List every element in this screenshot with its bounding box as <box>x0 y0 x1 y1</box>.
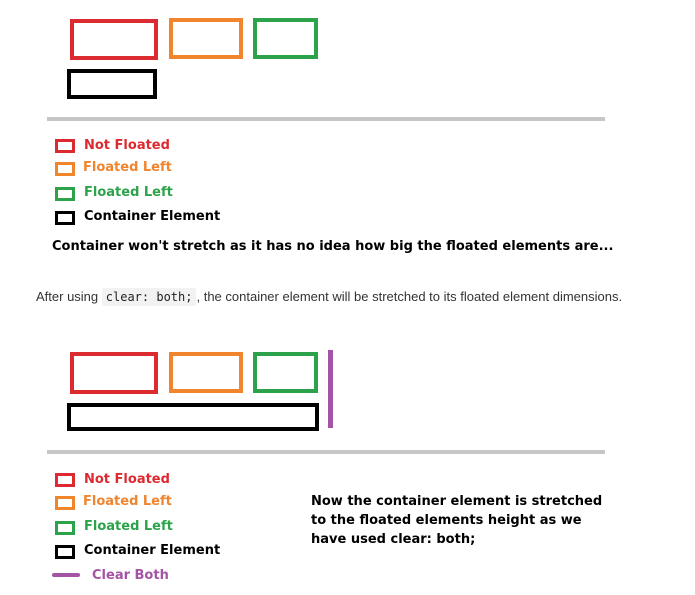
legend-label-floated-left-green: Floated Left <box>84 185 173 200</box>
divider-rule <box>47 117 605 121</box>
legend-icon-floated-left-orange <box>55 162 75 176</box>
legend-label-not-floated: Not Floated <box>84 138 170 153</box>
legend-label-floated-left-green: Floated Left <box>84 519 173 534</box>
not-floated-box <box>70 19 158 60</box>
legend-label-not-floated: Not Floated <box>84 472 170 487</box>
legend-label-floated-left-orange: Floated Left <box>83 494 172 509</box>
legend-icon-clear-both <box>52 573 80 577</box>
not-floated-box <box>70 352 158 394</box>
floated-left-green-box <box>253 352 318 393</box>
legend-icon-floated-left-green <box>55 187 75 201</box>
floated-left-orange-box <box>169 352 243 393</box>
legend-icon-container-element <box>55 211 75 225</box>
legend-label-clear-both: Clear Both <box>92 568 169 583</box>
caption-before: After using <box>36 289 99 304</box>
legend-icon-not-floated <box>55 473 75 487</box>
legend-icon-floated-left-green <box>55 521 75 535</box>
legend-icon-not-floated <box>55 139 75 153</box>
container-element-box <box>67 69 157 99</box>
floated-left-green-box <box>253 18 318 59</box>
legend-label-floated-left-orange: Floated Left <box>83 160 172 175</box>
caption-text: After using clear: both;, the container … <box>36 288 623 306</box>
clear-both-bar <box>328 350 333 428</box>
divider-rule <box>47 450 605 454</box>
container-element-box <box>67 403 319 431</box>
legend-label-container-element: Container Element <box>84 209 221 224</box>
diagram-1-note: Container won't stretch as it has no ide… <box>52 239 614 254</box>
legend-icon-floated-left-orange <box>55 496 75 510</box>
caption-code: clear: both; <box>101 288 197 306</box>
caption-after: , the container element will be stretche… <box>196 289 623 304</box>
diagram-2-note: Now the container element is stretched t… <box>311 494 603 547</box>
legend-label-container-element: Container Element <box>84 543 221 558</box>
legend-icon-container-element <box>55 545 75 559</box>
floated-left-orange-box <box>169 18 243 59</box>
